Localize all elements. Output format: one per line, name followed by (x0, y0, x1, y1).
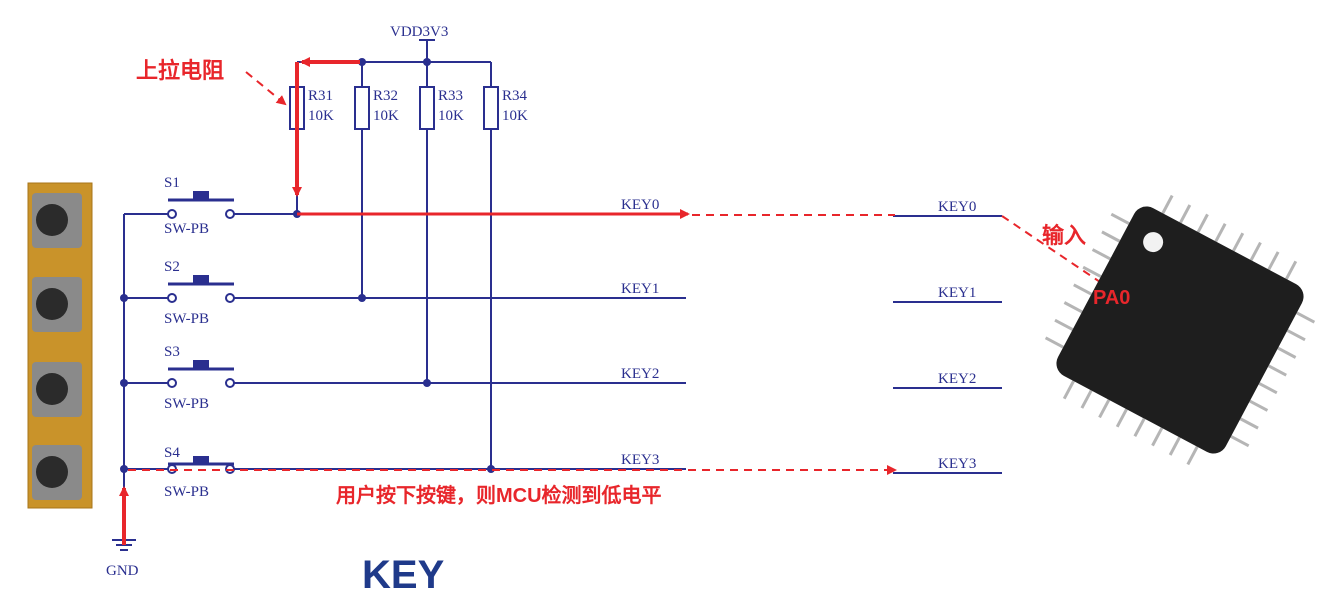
s1-type: SW-PB (164, 221, 209, 237)
button-3 (32, 362, 82, 417)
mcu-chip (1044, 194, 1316, 466)
net-key3: KEY3 (621, 452, 659, 468)
resistor-r34: R34 10K (483, 62, 528, 469)
mcu-net-key3: KEY3 (938, 456, 976, 472)
s4-type: SW-PB (164, 484, 209, 500)
s2-ref: S2 (164, 259, 180, 275)
s4-ref: S4 (164, 445, 180, 461)
pullup-path (292, 57, 690, 219)
vdd-label: VDD3V3 (390, 24, 448, 40)
switch-s4: S4 SW-PB (124, 445, 491, 500)
r34-value: 10K (502, 108, 528, 124)
gnd-label: GND (106, 563, 139, 579)
net-key2: KEY2 (621, 366, 659, 382)
switch-s2: S2 SW-PB (124, 259, 362, 327)
resistor-r33: R33 10K (419, 62, 464, 383)
button-4 (32, 445, 82, 500)
mcu-net-key1: KEY1 (938, 285, 976, 301)
button-2 (32, 277, 82, 332)
pin-label: PA0 (1093, 287, 1130, 309)
pullup-annotation: 上拉电阻 (136, 58, 224, 83)
s1-ref: S1 (164, 175, 180, 191)
resistor-r32: R32 10K (354, 62, 399, 298)
r32-ref: R32 (373, 88, 398, 104)
vdd-symbol: VDD3V3 (390, 24, 448, 62)
low-level-note: 用户按下按键，则MCU检测到低电平 (336, 483, 662, 507)
button-1 (32, 193, 82, 248)
r34-ref: R34 (502, 88, 528, 104)
s2-type: SW-PB (164, 311, 209, 327)
net-key1: KEY1 (621, 281, 659, 297)
switch-s3: S3 SW-PB (124, 344, 427, 412)
r33-value: 10K (438, 108, 464, 124)
button-photo (27, 182, 93, 509)
mcu-net-key0: KEY0 (938, 199, 976, 215)
net-key0: KEY0 (621, 197, 659, 213)
s3-ref: S3 (164, 344, 180, 360)
r33-ref: R33 (438, 88, 463, 104)
gnd-symbol: GND (106, 539, 139, 579)
r32-value: 10K (373, 108, 399, 124)
switch-s1: S1 SW-PB (124, 175, 297, 237)
diagram-title: KEY (362, 553, 445, 595)
r31-value: 10K (308, 108, 334, 124)
input-annotation: 输入 (1042, 223, 1086, 248)
r31-ref: R31 (308, 88, 333, 104)
s3-type: SW-PB (164, 396, 209, 412)
mcu-net-key2: KEY2 (938, 371, 976, 387)
